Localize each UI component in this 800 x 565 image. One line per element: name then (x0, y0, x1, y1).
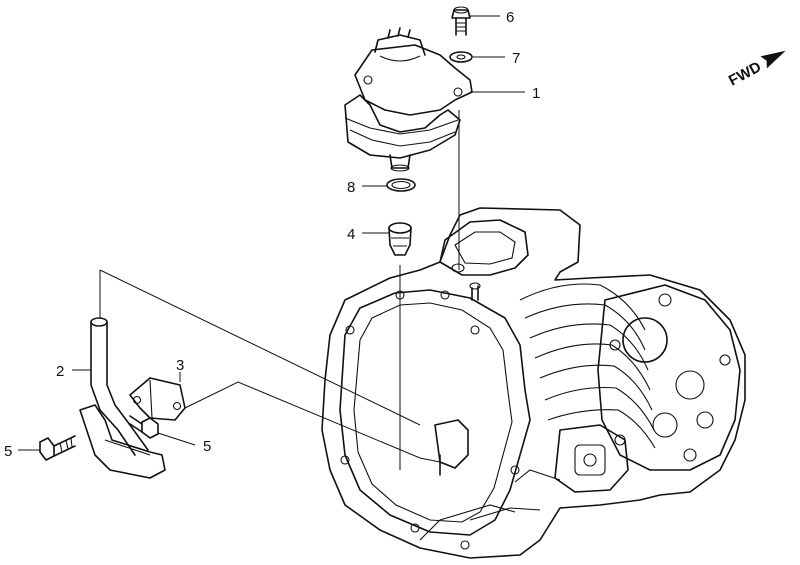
part-2-governor-arm (79, 317, 166, 479)
part-8-o-ring (386, 178, 416, 192)
callout-4: 4 (347, 226, 355, 243)
callout-1: 1 (532, 85, 540, 102)
callout-8: 8 (347, 179, 355, 196)
callout-3: 3 (176, 357, 184, 374)
fwd-direction-indicator: FWD (726, 50, 786, 90)
callout-2: 2 (56, 363, 64, 380)
part-5-bolt-right (129, 415, 159, 439)
fwd-arrow-icon (760, 50, 786, 69)
part-6-bolt (451, 6, 471, 36)
callout-5-right: 5 (203, 438, 211, 455)
part-3-bracket (129, 377, 186, 421)
part-1-governor-assembly (344, 27, 473, 172)
callout-7: 7 (512, 50, 520, 67)
callout-leaders (18, 15, 525, 463)
callout-5-left: 5 (4, 443, 12, 460)
fwd-label: FWD (726, 58, 764, 89)
part-4-plug (388, 222, 412, 256)
part-7-washer (449, 51, 473, 63)
crankcase (321, 207, 746, 559)
part-5-bolt-left (39, 435, 76, 461)
callout-6: 6 (506, 9, 514, 26)
